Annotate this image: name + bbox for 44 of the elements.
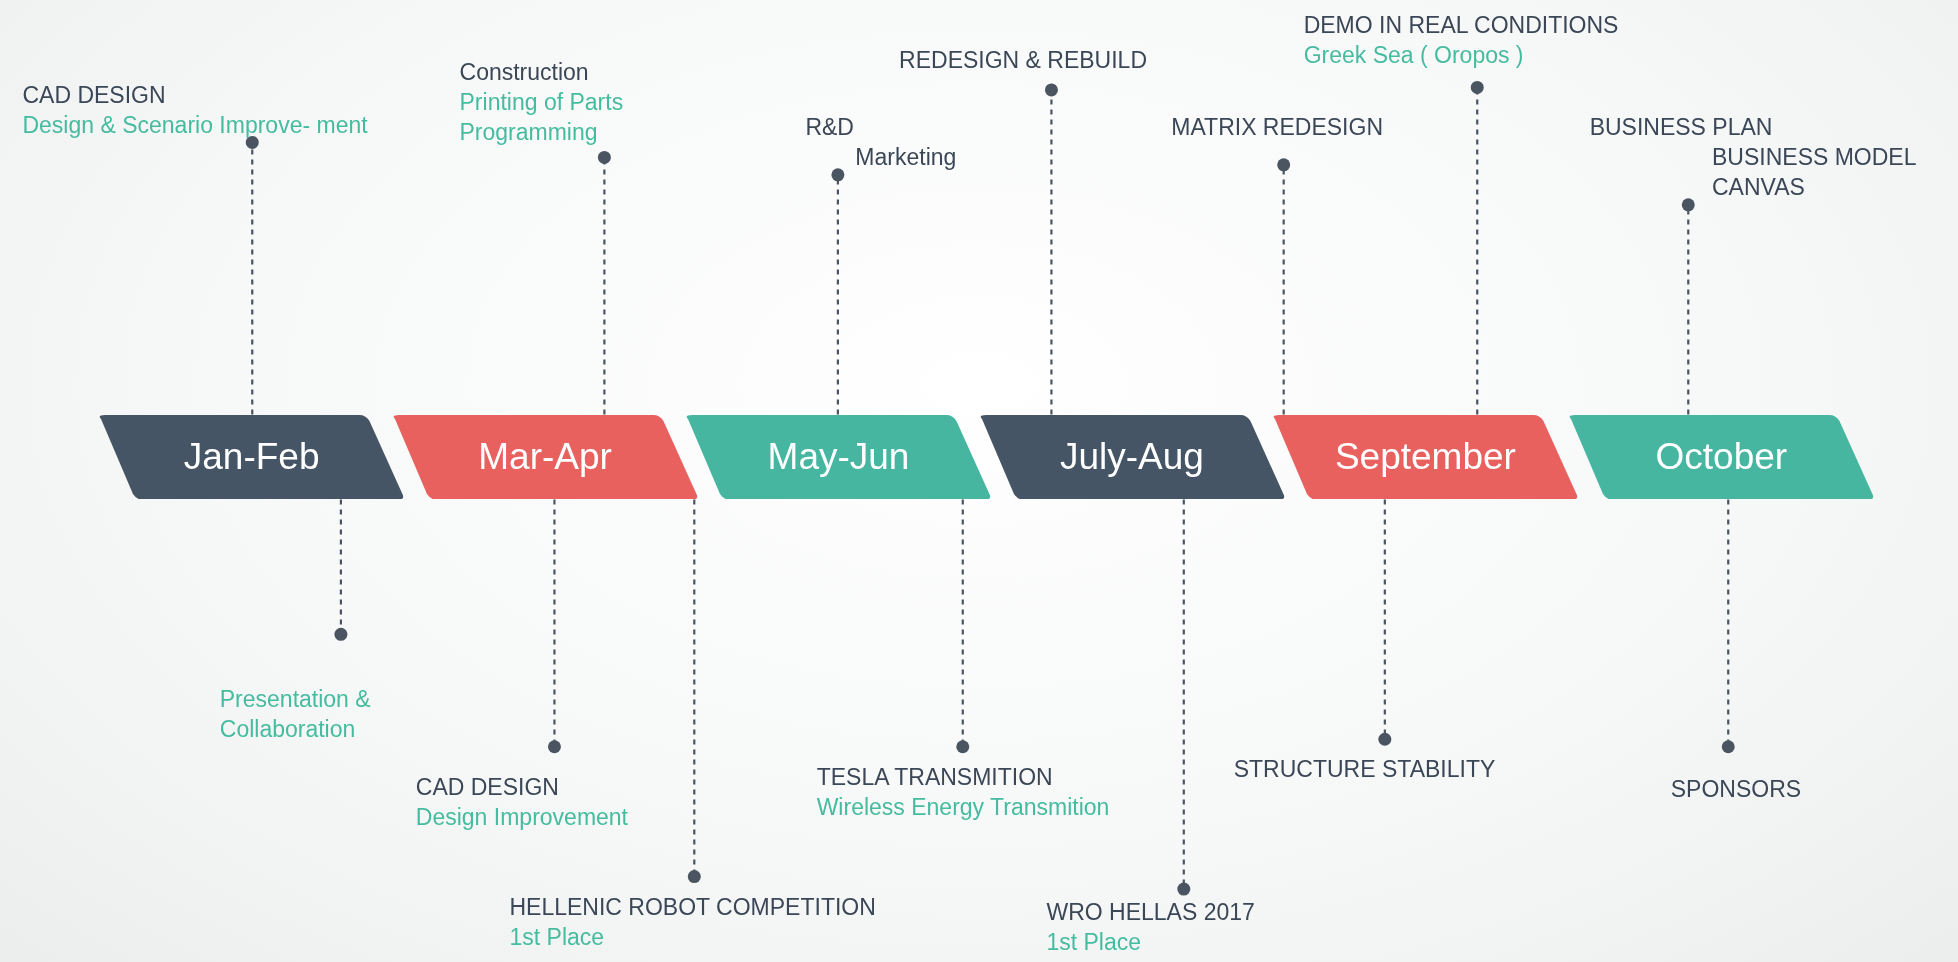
milestone-title: MATRIX REDESIGN <box>1171 113 1384 143</box>
milestone-title: Construction <box>459 58 590 88</box>
milestone-title: BUSINESS MODEL CANVAS <box>1712 143 1917 203</box>
leader-line <box>956 499 970 754</box>
milestone-title: CAD DESIGN <box>22 80 167 110</box>
leader-line <box>547 499 561 754</box>
milestone-title: BUSINESS PLAN <box>1589 113 1774 143</box>
month-label: July-Aug <box>1059 436 1205 478</box>
milestone-detail: 1st Place <box>1046 927 1143 957</box>
leader-line <box>1177 499 1191 896</box>
leader-line <box>597 150 611 415</box>
leader-line <box>1721 499 1735 754</box>
leader-line <box>687 499 701 884</box>
leader-line <box>1378 499 1392 746</box>
leader-line <box>1277 158 1291 415</box>
leader-line <box>1470 80 1484 415</box>
milestone-detail: 1st Place <box>509 922 606 952</box>
milestone-title: HELLENIC ROBOT COMPETITION <box>509 892 877 922</box>
leader-line <box>334 499 348 641</box>
milestone-detail: Greek Sea ( Oropos ) <box>1303 41 1525 70</box>
milestone-title: REDESIGN & REBUILD <box>899 45 1149 75</box>
month-label: Mar-Apr <box>477 436 613 478</box>
milestone-detail: Printing of Parts <box>459 88 625 118</box>
milestone-title: R&D <box>805 113 855 143</box>
month-label: September <box>1333 436 1517 478</box>
leader-line <box>831 168 845 415</box>
month-label: October <box>1654 436 1789 478</box>
month-label: Jan-Feb <box>182 436 321 478</box>
milestone-detail: Design & Scenario Improve- ment <box>22 110 369 140</box>
milestone-detail: Presentation & Collaboration <box>219 685 372 745</box>
milestone-detail: Wireless Energy Transmition <box>816 792 1111 822</box>
leader-line <box>245 135 259 415</box>
milestone-title: WRO HELLAS 2017 <box>1046 897 1256 927</box>
milestone-detail: Design Improvement <box>415 802 629 832</box>
milestone-title: Marketing <box>855 143 958 173</box>
milestone-detail: Programming <box>459 118 599 148</box>
milestone-title: CAD DESIGN <box>415 772 560 802</box>
leader-line <box>1681 198 1695 415</box>
month-label: May-Jun <box>766 436 911 478</box>
milestone-title: DEMO IN REAL CONDITIONS <box>1303 11 1620 40</box>
milestone-title: TESLA TRANSMITION <box>816 762 1054 792</box>
milestone-title: SPONSORS <box>1670 775 1803 805</box>
leader-line <box>1044 83 1058 415</box>
milestone-title: STRUCTURE STABILITY <box>1233 755 1497 785</box>
